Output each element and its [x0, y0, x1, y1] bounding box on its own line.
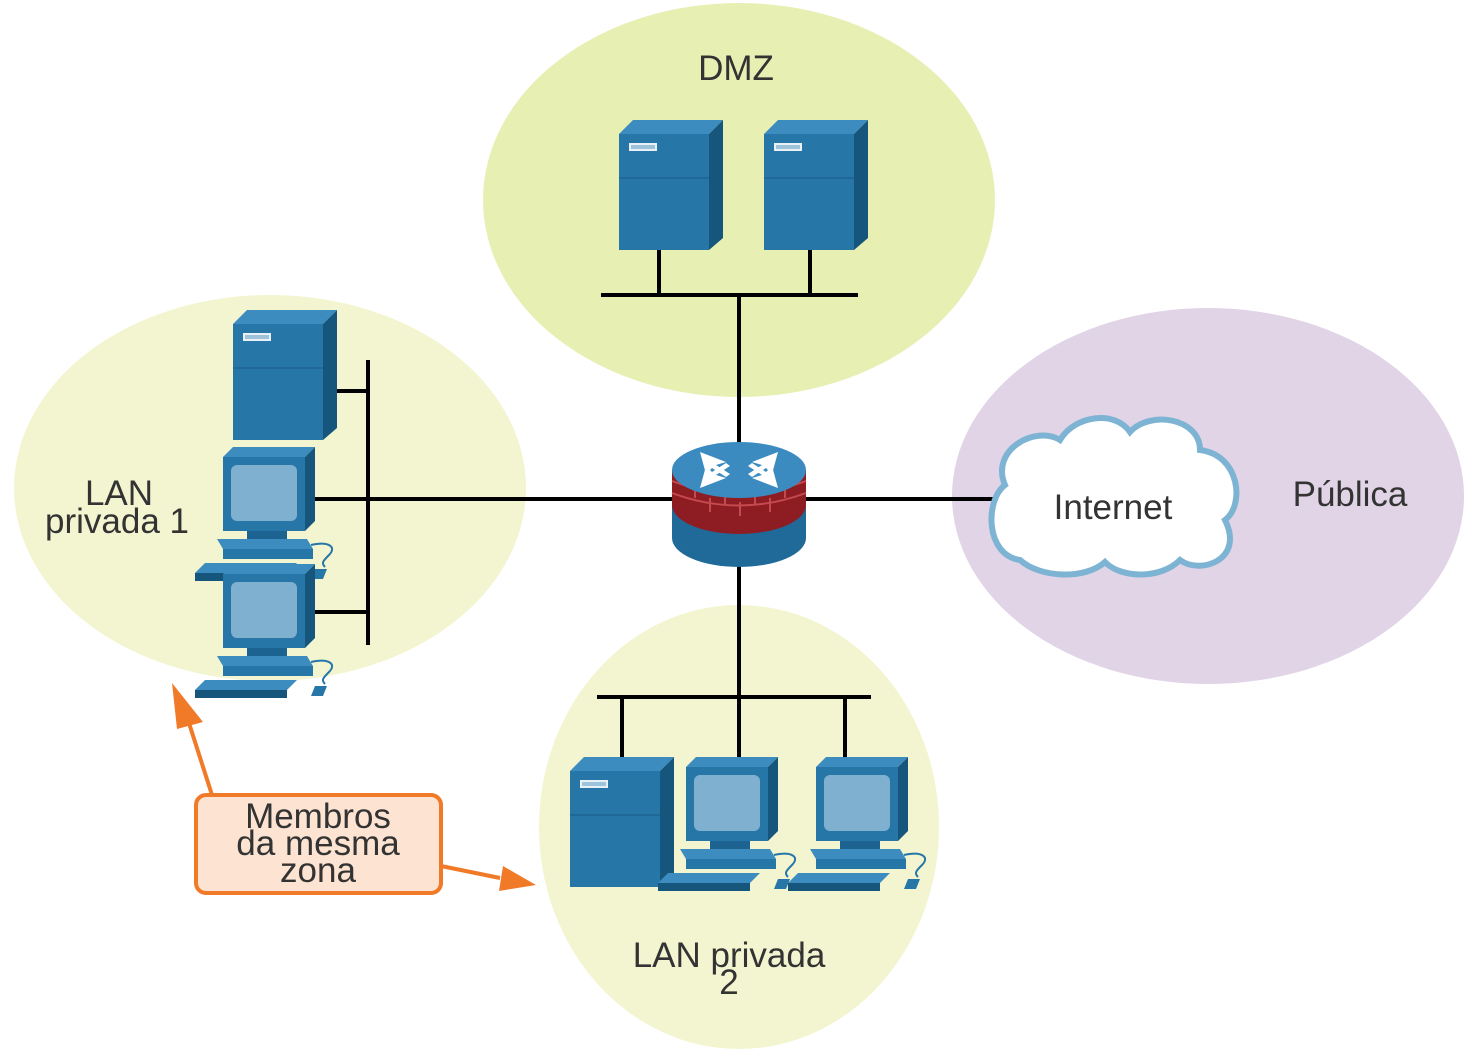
firewall-router-icon — [671, 442, 807, 567]
lan-privada-2-label-line2: 2 — [719, 963, 738, 1002]
callout-box — [194, 793, 443, 895]
network-links — [315, 250, 1000, 762]
lan-privada-2-label-line1: LAN privada — [633, 936, 826, 975]
lan1-server-icon — [232, 309, 338, 441]
dmz-server-2-icon — [763, 119, 869, 251]
dmz-label: DMZ — [698, 49, 774, 88]
lan-privada-1-label-line2: privada 1 — [45, 502, 189, 541]
callout-arrows — [172, 683, 536, 891]
callout-line2: da mesma — [236, 824, 400, 863]
internet-label: Internet — [1054, 488, 1173, 527]
callout-line1: Membros — [245, 797, 391, 836]
lan2-server-icon — [569, 756, 675, 888]
internet-cloud-icon — [988, 415, 1240, 578]
dmz-server-1-icon — [618, 119, 724, 251]
lan-privada-1-label-line1: LAN — [85, 474, 153, 513]
callout-line3: zona — [280, 851, 356, 890]
dmz-zone — [483, 3, 995, 397]
publica-label: Pública — [1293, 475, 1408, 514]
